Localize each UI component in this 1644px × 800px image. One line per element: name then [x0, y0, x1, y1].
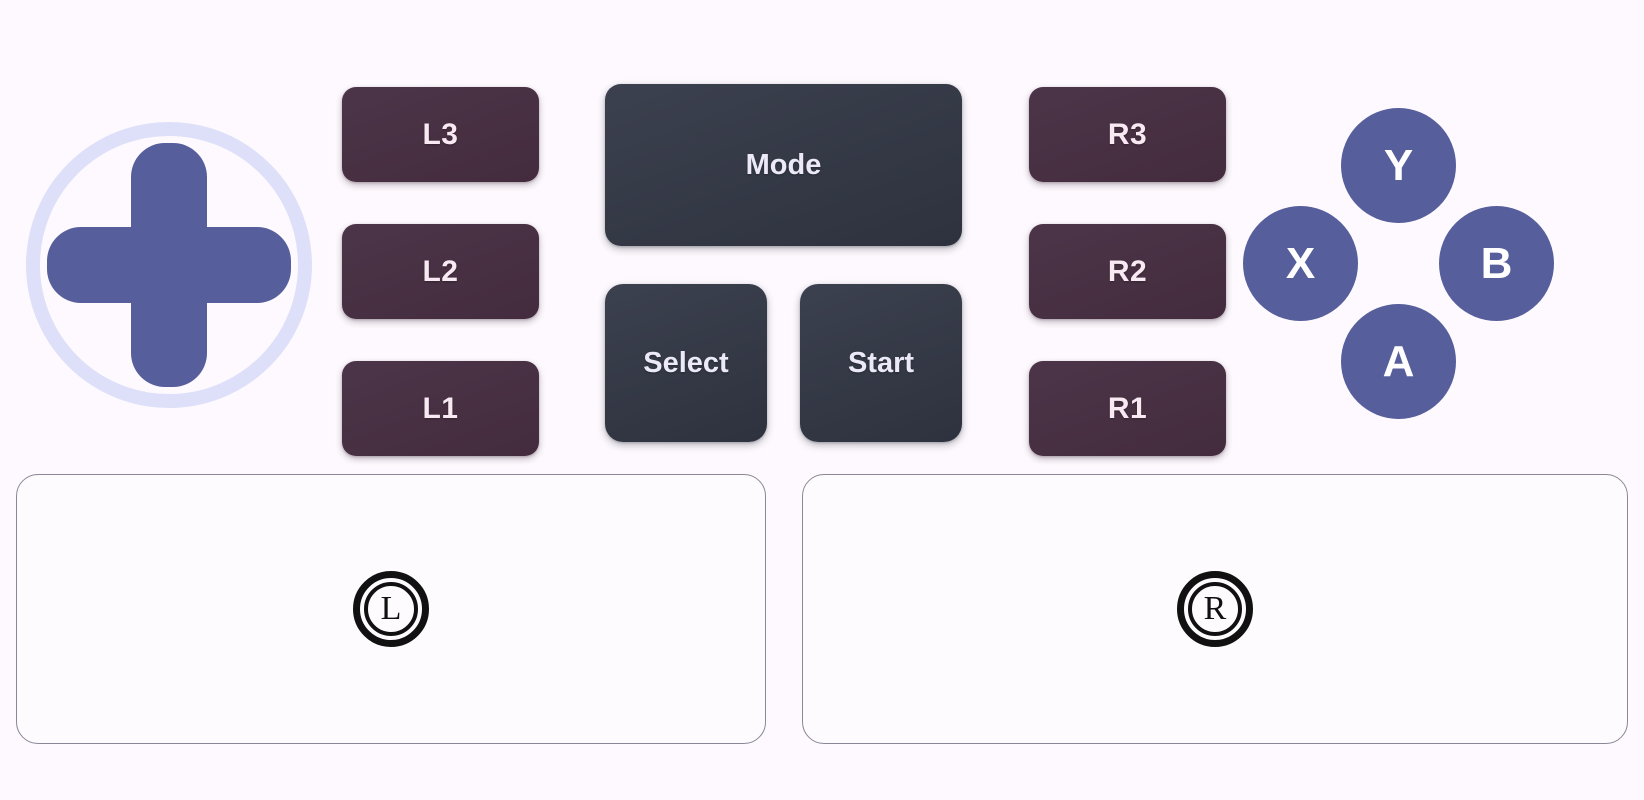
button-r1[interactable]: R1: [1029, 361, 1226, 456]
button-a[interactable]: A: [1341, 304, 1456, 419]
button-r3[interactable]: R3: [1029, 87, 1226, 182]
dpad-cross-icon: [47, 143, 291, 387]
system-button-cluster: Mode Select Start: [605, 84, 962, 442]
button-l2[interactable]: L2: [342, 224, 539, 319]
glyph-letter-r: R: [1203, 590, 1227, 627]
button-start[interactable]: Start: [800, 284, 962, 442]
button-select[interactable]: Select: [605, 284, 767, 442]
menu-button-row: Select Start: [605, 284, 962, 442]
right-shoulder-column: R3 R2 R1: [1029, 87, 1226, 456]
button-l1[interactable]: L1: [342, 361, 539, 456]
button-b[interactable]: B: [1439, 206, 1554, 321]
right-analog-surface[interactable]: R: [802, 474, 1628, 744]
dpad-horizontal-bar: [47, 227, 291, 303]
button-y[interactable]: Y: [1341, 108, 1456, 223]
circled-r-icon: R: [1177, 571, 1253, 647]
left-analog-surface[interactable]: L: [16, 474, 766, 744]
left-shoulder-column: L3 L2 L1: [342, 87, 539, 456]
glyph-ring-outer: [1177, 571, 1253, 647]
button-l3[interactable]: L3: [342, 87, 539, 182]
glyph-ring-inner: [364, 582, 418, 636]
button-r2[interactable]: R2: [1029, 224, 1226, 319]
button-mode[interactable]: Mode: [605, 84, 962, 246]
glyph-letter-l: L: [380, 590, 402, 627]
circled-l-icon: L: [353, 571, 429, 647]
dpad[interactable]: [26, 122, 312, 408]
glyph-ring-outer: [353, 571, 429, 647]
button-x[interactable]: X: [1243, 206, 1358, 321]
glyph-ring-inner: [1188, 582, 1242, 636]
face-button-cluster: Y X B A: [1243, 108, 1554, 419]
